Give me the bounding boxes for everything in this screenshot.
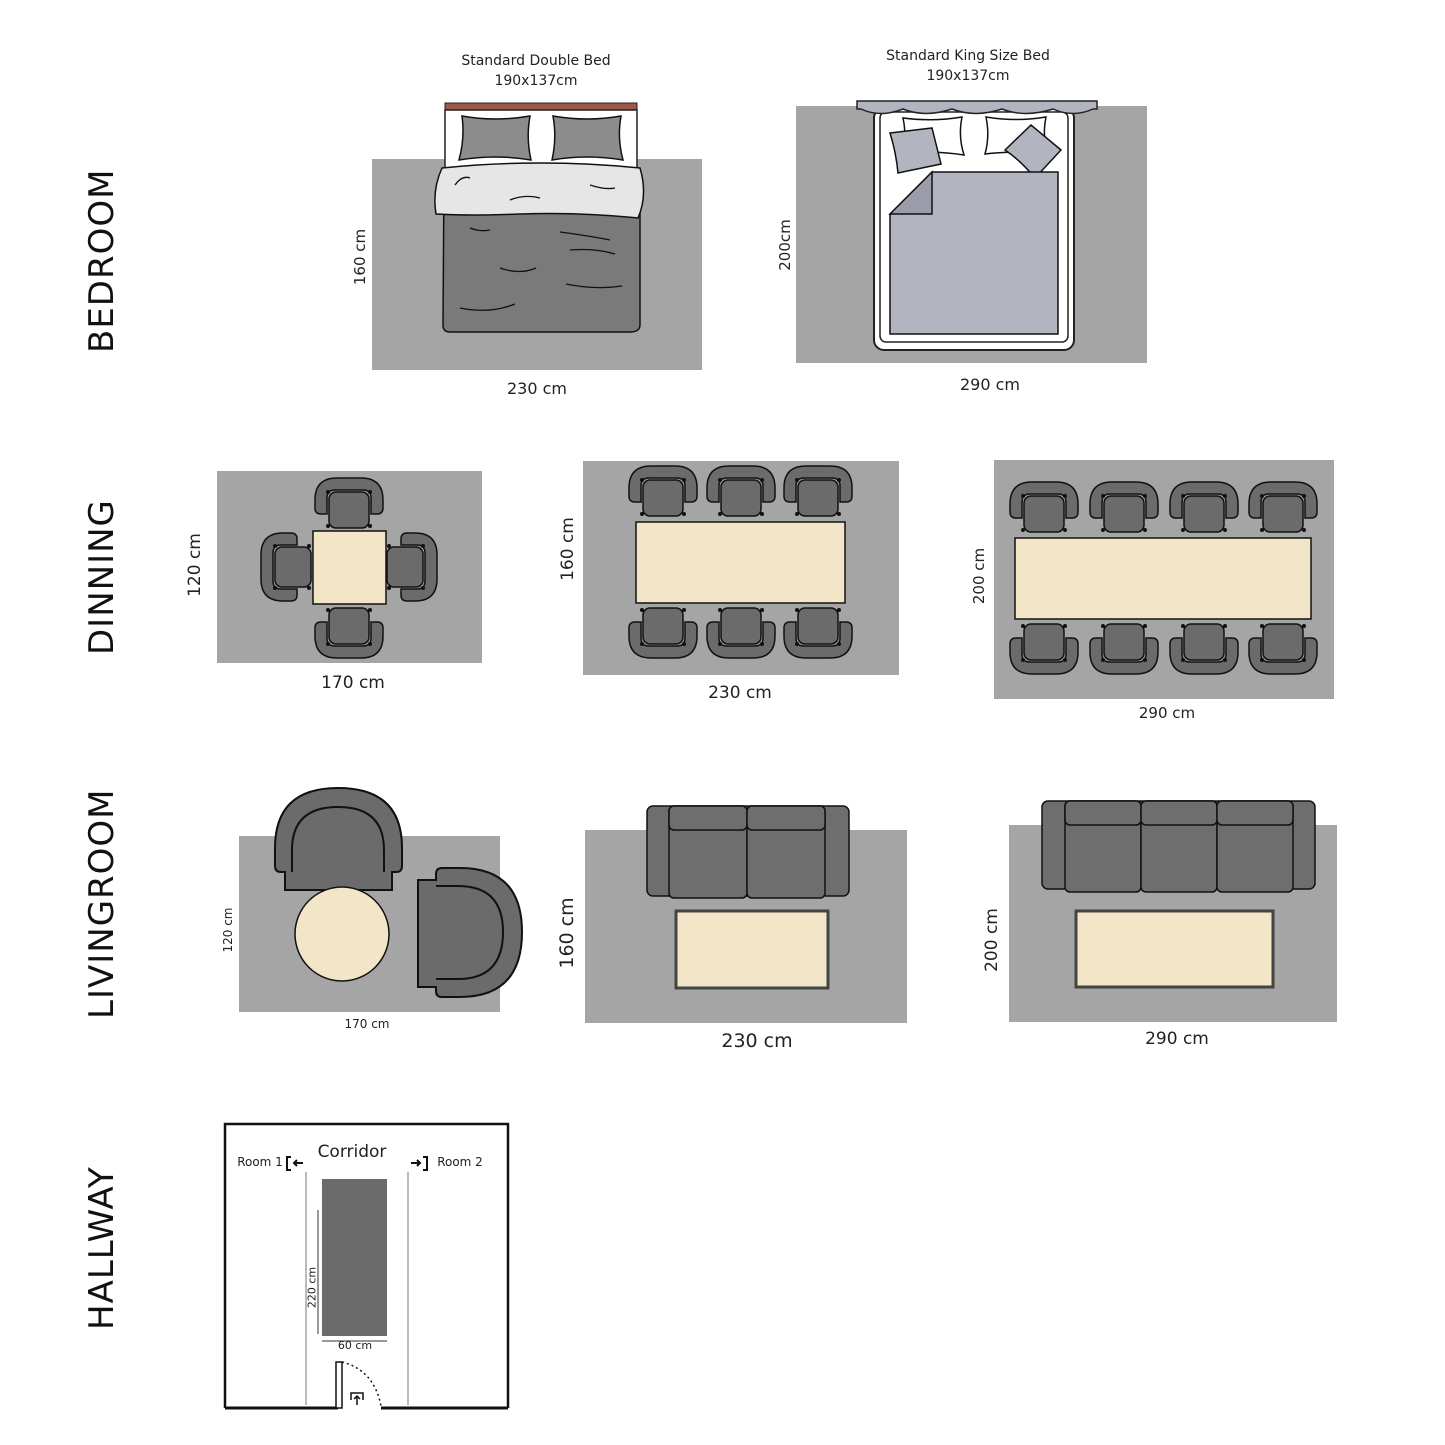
section-label-bedroom: BEDROOM bbox=[82, 168, 122, 353]
double-bed-rug-height: 160 cm bbox=[351, 228, 369, 286]
king-bed-pillow-grey-right bbox=[1003, 123, 1063, 180]
living-medium-height: 160 cm bbox=[556, 897, 578, 969]
double-bed-pillow-left bbox=[457, 115, 532, 161]
living-medium-coffee-table bbox=[674, 909, 830, 990]
hallway-corridor-title: Corridor bbox=[317, 1142, 387, 1162]
living-large-coffee-table bbox=[1074, 909, 1275, 989]
entrance-icon bbox=[350, 1392, 364, 1405]
living-small-height: 120 cm bbox=[221, 907, 235, 953]
hallway-rug-width: 60 cm bbox=[337, 1339, 373, 1352]
dinning-large-width: 290 cm bbox=[1138, 704, 1196, 722]
living-small-width: 170 cm bbox=[344, 1017, 390, 1031]
dinning-small-height: 120 cm bbox=[185, 533, 205, 597]
king-bed-title: Standard King Size Bed bbox=[886, 48, 1050, 64]
dinning-small-table bbox=[312, 530, 387, 605]
double-bed-headboard bbox=[444, 102, 638, 111]
sofa-2-seat bbox=[646, 805, 850, 899]
hallway-room1-label: Room 1 bbox=[237, 1155, 283, 1169]
dinning-small-width: 170 cm bbox=[321, 673, 385, 693]
living-small-coffee-table bbox=[294, 886, 390, 982]
dinning-large-height: 200 cm bbox=[970, 547, 988, 605]
king-bed-headboard bbox=[856, 100, 1098, 115]
king-bed-size: 190x137cm bbox=[926, 68, 1010, 84]
living-large-width: 290 cm bbox=[1145, 1029, 1209, 1049]
hallway-rug-length: 220 cm bbox=[305, 1266, 319, 1309]
living-large-height: 200 cm bbox=[982, 908, 1002, 972]
double-bed-title: Standard Double Bed bbox=[461, 53, 611, 69]
room1-door-icon bbox=[286, 1156, 303, 1171]
king-bed-rug-height: 200cm bbox=[776, 219, 794, 271]
living-medium-width: 230 cm bbox=[721, 1030, 793, 1052]
section-label-dinning: DINNING bbox=[82, 499, 122, 655]
armchair-right bbox=[417, 867, 524, 998]
hallway-runner-rug bbox=[322, 1179, 387, 1336]
double-bed-pillow-right bbox=[551, 115, 625, 161]
double-bed-rug-width: 230 cm bbox=[506, 379, 567, 398]
dinning-large-table bbox=[1014, 537, 1312, 620]
dinning-medium-table bbox=[635, 521, 846, 604]
king-bed-rug-width: 290 cm bbox=[959, 375, 1020, 394]
double-bed-size: 190x137cm bbox=[494, 73, 578, 89]
section-label-hallway: HALLWAY bbox=[82, 1166, 122, 1330]
section-label-livingroom: LIVINGROOM bbox=[82, 788, 122, 1019]
hallway-plan bbox=[223, 1122, 510, 1410]
armchair-top bbox=[274, 786, 403, 891]
double-bed-duvet-fold bbox=[434, 162, 645, 219]
king-bed-pillow-grey-left bbox=[889, 127, 942, 174]
dinning-medium-width: 230 cm bbox=[708, 683, 772, 703]
sofa-3-seat bbox=[1041, 800, 1316, 893]
room2-door-icon bbox=[411, 1156, 428, 1171]
hallway-room2-label: Room 2 bbox=[437, 1155, 483, 1169]
dinning-medium-height: 160 cm bbox=[558, 517, 578, 581]
